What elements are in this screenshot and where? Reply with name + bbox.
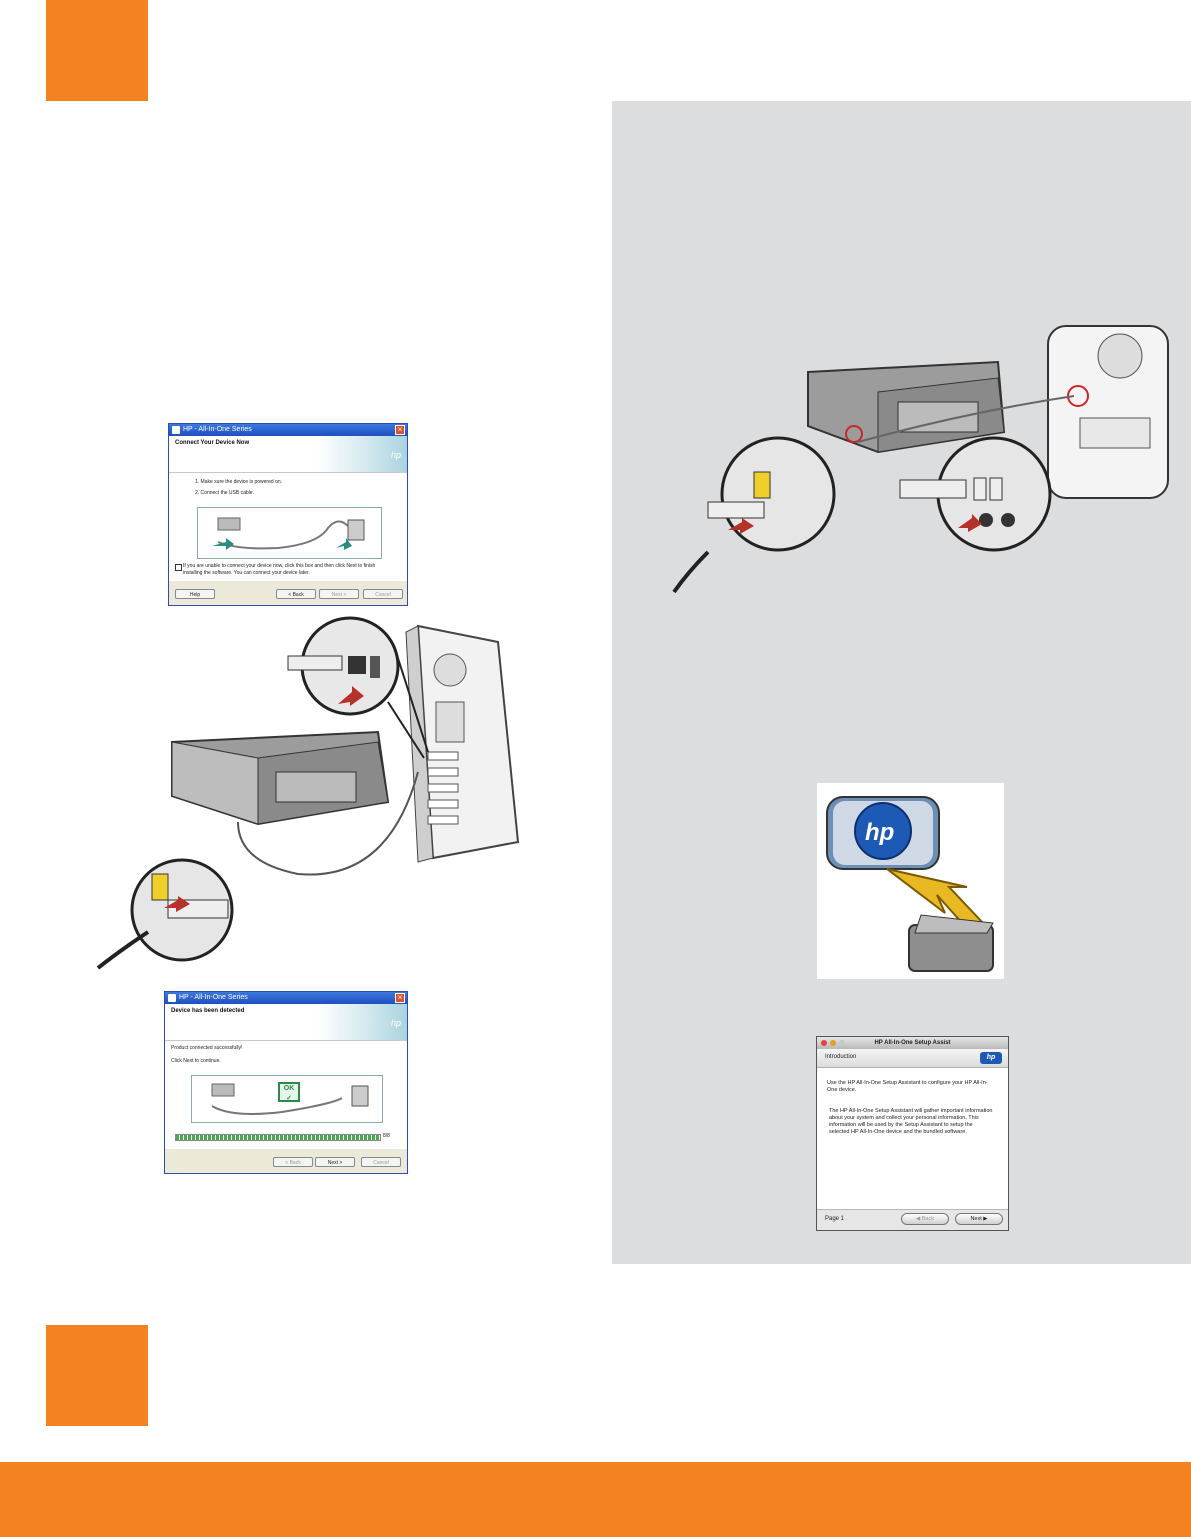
dialog-footer: Help < Back Next > Cancel	[169, 581, 407, 605]
windows-connect-dialog: HP - All-In-One Series × Connect Your De…	[168, 423, 408, 606]
instruction-step-2: 2. Connect the USB cable.	[195, 490, 254, 496]
speaker-icon	[1001, 513, 1015, 527]
dialog-title: HP All-In-One Setup Assist	[874, 1040, 951, 1046]
mac-setup-assistant-dialog: HP All-In-One Setup Assist Introduction …	[816, 1036, 1009, 1231]
dialog-titlebar: HP - All-In-One Series ×	[165, 992, 407, 1004]
mac-usb-illustration	[672, 325, 1169, 594]
tower-pc-icon	[405, 624, 520, 863]
dialog-heading: Connect Your Device Now	[175, 440, 250, 446]
checkbox-text-2: installing the software. You can connect…	[183, 570, 310, 576]
printer-icon	[168, 994, 176, 1002]
back-button[interactable]: < Back	[276, 589, 316, 599]
zoom-icon[interactable]	[839, 1040, 845, 1046]
step-tab-top	[46, 0, 148, 101]
dialog-heading: Device has been detected	[171, 1008, 245, 1014]
dialog-header: Connect Your Device Now hp	[169, 436, 407, 473]
ok-badge-label: OK	[283, 1085, 295, 1092]
ok-check-icon: OK✓	[278, 1082, 300, 1102]
hp-logo-icon: hp	[980, 1052, 1002, 1064]
dialog-title: HP - All-In-One Series	[179, 994, 248, 1001]
next-button[interactable]: Next >	[315, 1157, 355, 1167]
microphone-icon	[979, 513, 993, 527]
progress-fill	[176, 1135, 380, 1140]
dialog-title: HP - All-In-One Series	[183, 426, 252, 433]
mac-pro-icon	[1047, 325, 1169, 499]
usb-cable-icon	[212, 517, 365, 550]
printer-usb-port-zoom	[96, 858, 234, 970]
hp-swoosh-graphic	[317, 1004, 407, 1040]
cancel-button[interactable]: Cancel	[361, 1157, 401, 1167]
continue-text: Click Next to continue.	[171, 1058, 221, 1064]
hp-logo-icon: hp	[865, 819, 895, 846]
checkbox-text-1: If you are unable to connect your device…	[183, 563, 376, 569]
dialog-content: Use the HP All-In-One Setup Assistant to…	[817, 1068, 1008, 1210]
page-indicator: Page 1	[825, 1216, 845, 1222]
mac-usb-port-zoom	[899, 436, 1052, 552]
close-icon[interactable]: ×	[395, 425, 405, 435]
info-paragraph: The HP All-In-One Setup Assistant will g…	[829, 1108, 993, 1135]
dialog-header: Device has been detected hp	[165, 1004, 407, 1041]
step-tab-bottom	[46, 1325, 148, 1426]
hp-swoosh-graphic	[317, 436, 407, 472]
progress-label: 8/8	[383, 1133, 390, 1139]
help-button[interactable]: Help	[175, 589, 215, 599]
printer-usb-port-zoom	[672, 436, 836, 594]
next-button[interactable]: Next ▶	[955, 1213, 1003, 1225]
close-icon[interactable]: ×	[395, 993, 405, 1003]
usb-cable-icon	[211, 1083, 369, 1115]
instruction-step-1: 1. Make sure the device is powered on.	[195, 479, 282, 485]
footer-bar	[0, 1462, 1191, 1537]
progress-bar	[175, 1134, 381, 1141]
cancel-button[interactable]: Cancel	[363, 589, 403, 599]
next-button[interactable]: Next >	[319, 589, 359, 599]
hp-installer-icon[interactable]: hp	[817, 783, 1004, 979]
hp-logo-icon: hp	[390, 450, 401, 460]
next-button-label: Next	[970, 1216, 982, 1222]
printer-icon	[807, 360, 1006, 454]
back-button[interactable]: < Back	[273, 1157, 313, 1167]
section-title: Introduction	[825, 1054, 857, 1060]
windows-detected-dialog: HP - All-In-One Series × Device has been…	[164, 991, 408, 1174]
usb-connection-illustration	[197, 507, 382, 559]
usb-connection-illustration: OK✓	[191, 1075, 383, 1123]
intro-paragraph: Use the HP All-In-One Setup Assistant to…	[827, 1080, 988, 1093]
close-icon[interactable]	[821, 1040, 827, 1046]
dialog-footer: < Back Next > Cancel	[165, 1149, 407, 1173]
minimize-icon[interactable]	[830, 1040, 836, 1046]
back-button[interactable]: ◀ Back	[901, 1213, 949, 1225]
printer-icon	[171, 730, 390, 826]
dialog-titlebar: HP - All-In-One Series ×	[169, 424, 407, 436]
usb-port-zoom	[287, 616, 429, 759]
dialog-subheader: Introduction hp	[817, 1049, 1008, 1068]
hp-logo-icon: hp	[390, 1018, 401, 1028]
hp-installer-graphic	[826, 796, 994, 972]
dialog-body: Product connected successfully! Click Ne…	[165, 1041, 407, 1149]
dialog-footer: Page 1 ◀ Back Next ▶	[817, 1209, 1008, 1230]
back-button-label: Back	[921, 1216, 934, 1222]
printer-icon	[172, 426, 180, 434]
status-text: Product connected successfully!	[171, 1045, 243, 1051]
later-checkbox[interactable]	[175, 564, 182, 571]
dialog-body: 1. Make sure the device is powered on. 2…	[169, 473, 407, 581]
windows-pc-usb-illustration	[96, 616, 520, 970]
